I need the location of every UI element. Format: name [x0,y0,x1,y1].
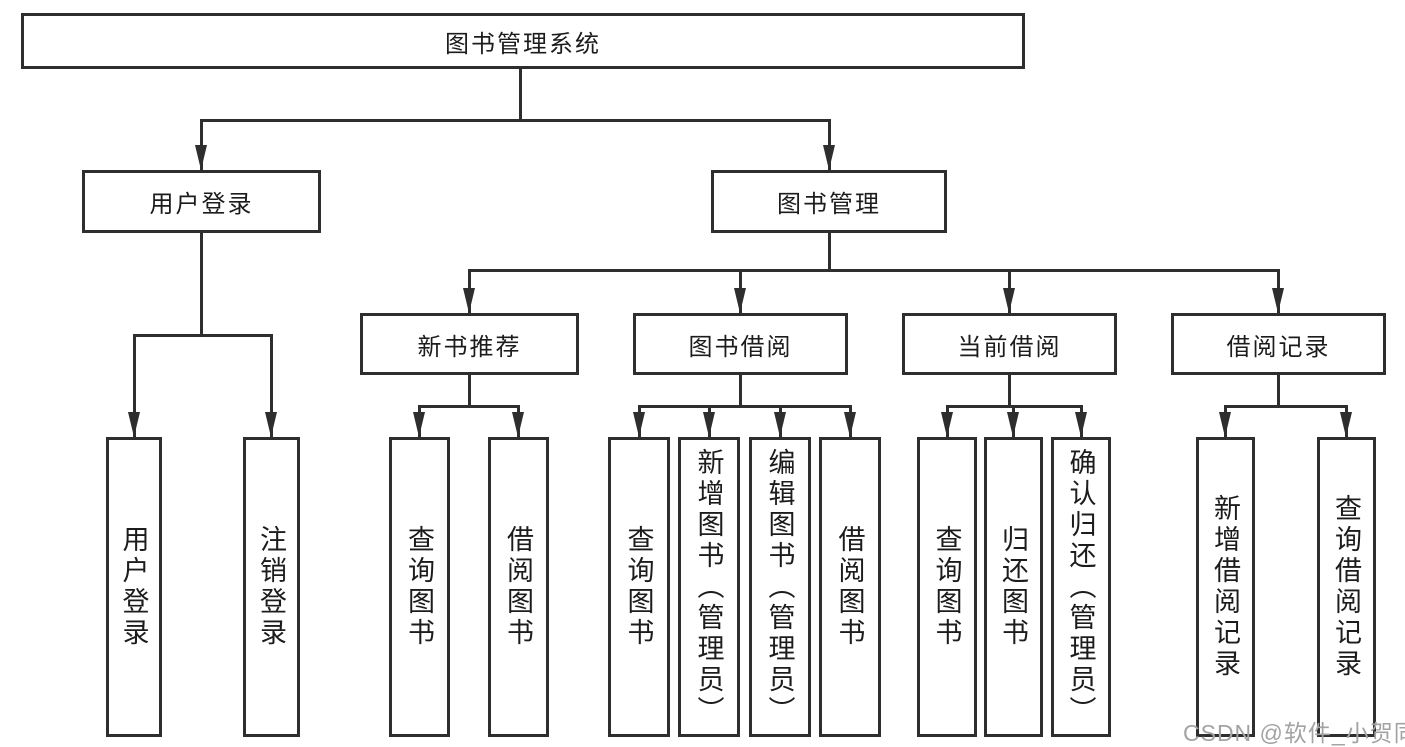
connector-line [1277,375,1280,407]
leaf-query-books: 查询图书 [389,437,450,737]
node-user-login: 用户登录 [82,170,321,233]
arrow-down-icon [774,412,786,437]
node-book-management: 图书管理 [711,170,947,233]
arrow-down-icon [633,412,645,437]
connector-line [468,269,1279,272]
arrow-down-icon [1007,412,1019,437]
connector-line [828,233,831,271]
leaf-query-borrow-record: 查询借阅记录 [1317,437,1376,737]
leaf-add-books-admin: 新增图书（管理员） [678,437,740,737]
arrow-down-icon [734,288,746,313]
arrow-down-icon [413,412,425,437]
connector-line [468,375,471,407]
node-new-book-recommendation: 新书推荐 [360,313,579,375]
connector-line [828,119,831,170]
connector-line [1008,375,1011,407]
arrow-down-icon [823,145,835,170]
connector-line [739,375,742,407]
leaf-query-books: 查询图书 [608,437,670,737]
connector-line [133,334,136,437]
leaf-user-login: 用户登录 [106,437,162,737]
arrow-down-icon [1219,412,1231,437]
connector-line [200,119,203,170]
node-book-borrowing: 图书借阅 [633,313,848,375]
arrow-down-icon [1272,288,1284,313]
arrow-down-icon [512,412,524,437]
arrow-down-icon [941,412,953,437]
leaf-query-books: 查询图书 [917,437,977,737]
node-current-borrowing: 当前借阅 [902,313,1117,375]
arrow-down-icon [703,412,715,437]
connector-line [133,334,272,337]
arrow-down-icon [128,412,140,437]
arrow-down-icon [265,412,277,437]
leaf-logout: 注销登录 [243,437,300,737]
arrow-down-icon [463,288,475,313]
connector-line [200,119,830,122]
arrow-down-icon [1003,288,1015,313]
arrow-down-icon [844,412,856,437]
node-library-management-system: 图书管理系统 [21,13,1025,69]
connector-line [270,334,273,437]
connector-line [200,233,203,335]
leaf-add-borrow-record: 新增借阅记录 [1196,437,1255,737]
leaf-return-books: 归还图书 [984,437,1043,737]
connector-line [1224,405,1348,408]
connector-line [519,69,522,120]
connector-line [638,405,851,408]
leaf-edit-books-admin: 编辑图书（管理员） [749,437,811,737]
arrow-down-icon [195,145,207,170]
csdn-watermark: CSDN @软件_小贺同学 [1183,720,1405,746]
arrow-down-icon [1075,412,1087,437]
leaf-confirm-return-admin: 确认归还（管理员） [1051,437,1111,737]
connector-line [418,405,519,408]
leaf-borrow-books: 借阅图书 [488,437,549,737]
node-borrowing-records: 借阅记录 [1171,313,1386,375]
leaf-borrow-books: 借阅图书 [819,437,881,737]
arrow-down-icon [1340,412,1352,437]
